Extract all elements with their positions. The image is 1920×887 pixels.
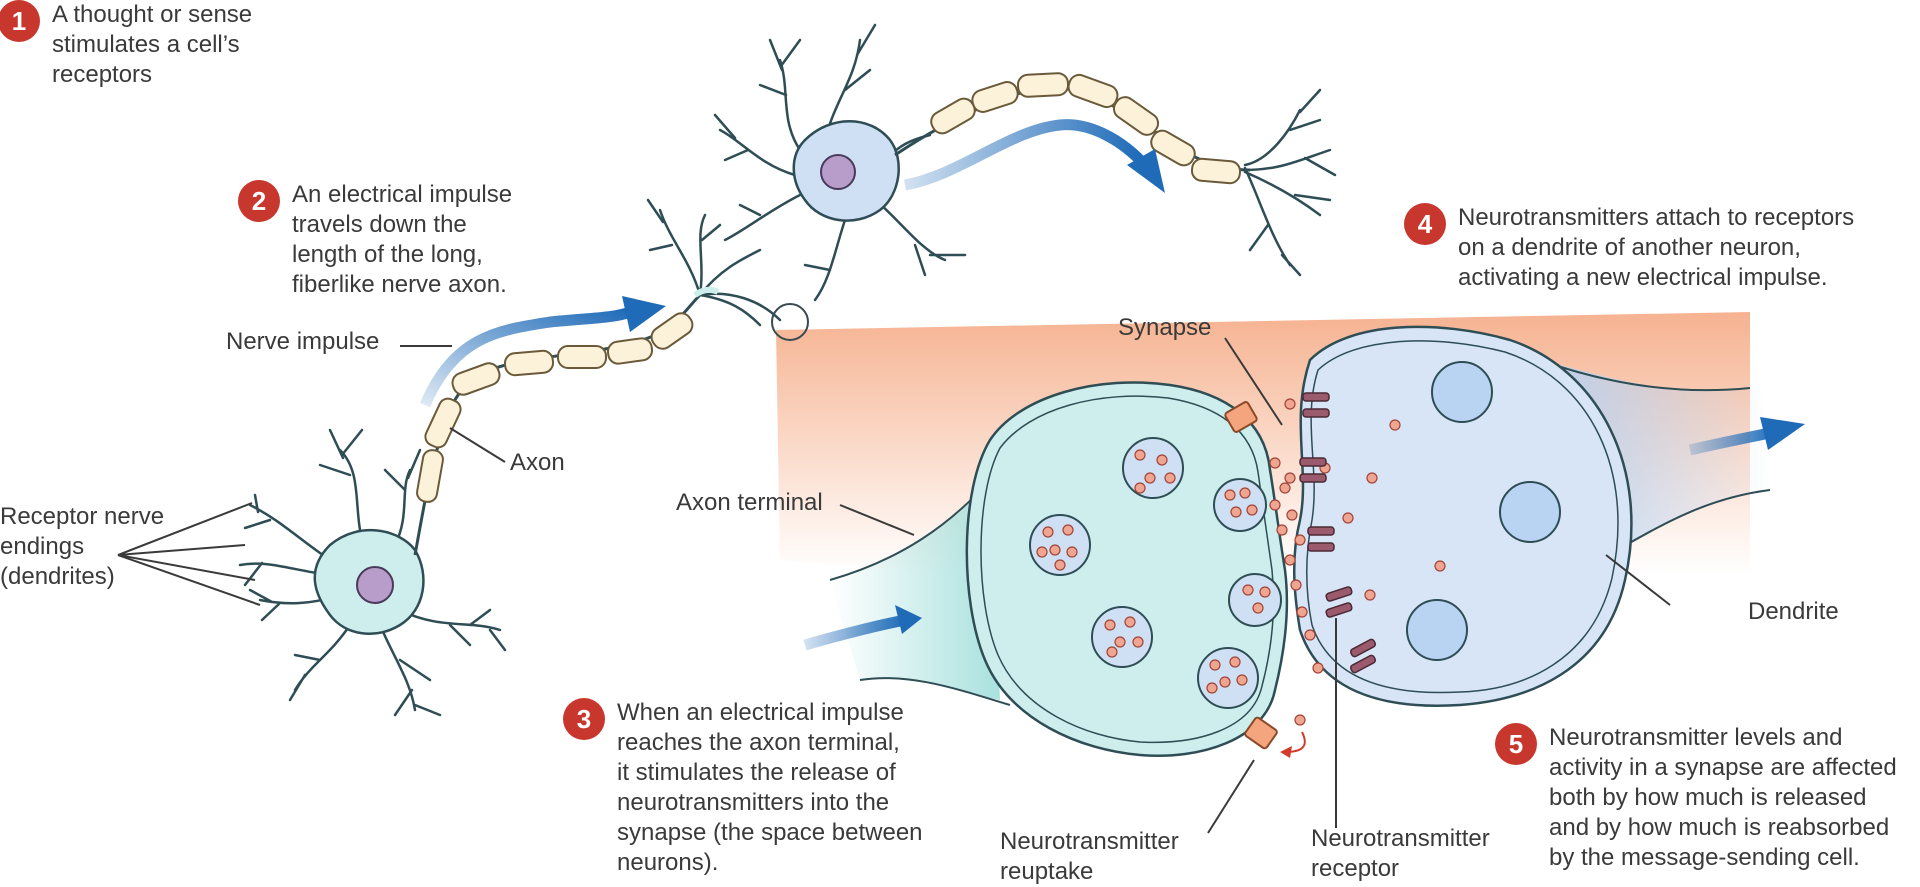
- step-5-text: Neurotransmitter levels and activity in …: [1549, 724, 1897, 871]
- neuron-two-nucleus: [820, 154, 856, 190]
- neuron-two-terminal: [1243, 88, 1337, 277]
- step-2: 2 An electrical impulse travels down the…: [238, 180, 512, 300]
- label-axon: Axon: [510, 449, 565, 476]
- terminal-input-arrowhead: [895, 605, 922, 634]
- step-2-text: An electrical impulse travels down the l…: [292, 181, 513, 298]
- label-nerve-impulse: Nerve impulse: [226, 328, 380, 355]
- nerve-impulse-arrowhead: [622, 296, 666, 332]
- label-axon-terminal: Axon terminal: [676, 489, 823, 516]
- step-4-text: Neurotransmitters attach to receptors on…: [1458, 204, 1855, 291]
- step-4: 4 Neurotransmitters attach to receptors …: [1404, 203, 1854, 293]
- zoom-circle: [771, 303, 809, 341]
- reuptake-transporters: [1224, 401, 1278, 750]
- myelin-two: [930, 72, 1242, 185]
- step-1-badge: 1: [0, 0, 40, 42]
- neuron-one-nucleus: [356, 566, 394, 604]
- terminal-input-arrow: [803, 614, 907, 651]
- step-1: 1 A thought or sense stimulates a cell’s…: [0, 0, 252, 90]
- leader-lines: [117, 337, 1671, 834]
- step-1-text: A thought or sense stimulates a cell’s r…: [52, 1, 253, 88]
- label-receptor-nerve-endings: Receptor nerve endings (dendrites): [0, 503, 165, 590]
- nerve-impulse-arrow: [419, 306, 633, 408]
- label-neurotransmitter-reuptake: Neurotransmitter reuptake: [1000, 828, 1179, 885]
- label-dendrite: Dendrite: [1748, 598, 1839, 625]
- step-4-badge: 4: [1404, 203, 1446, 245]
- step-3: 3 When an electrical impulse reaches the…: [563, 698, 923, 878]
- axon-impulse-arrow: [903, 119, 1144, 191]
- label-synapse: Synapse: [1118, 314, 1212, 341]
- step-5: 5 Neurotransmitter levels and activity i…: [1495, 723, 1897, 873]
- step-3-text: When an electrical impulse reaches the a…: [617, 699, 923, 876]
- dendrite-vesicles: [1406, 361, 1561, 661]
- label-neurotransmitter-receptor: Neurotransmitter receptor: [1311, 825, 1490, 882]
- dendrite-bulb: [1293, 325, 1633, 707]
- dendrite-output-arrowhead: [1760, 417, 1805, 450]
- step-5-badge: 5: [1495, 723, 1537, 765]
- step-2-badge: 2: [238, 180, 280, 222]
- step-3-badge: 3: [563, 698, 605, 740]
- axon-terminal-shaft: [830, 480, 1000, 700]
- vesicle-neurotransmitters: [1036, 449, 1271, 694]
- axon-impulse-arrowhead: [1127, 149, 1165, 193]
- receptor-proteins: [1299, 392, 1377, 674]
- released-neurotransmitters: [1269, 398, 1446, 726]
- myelin-one: [416, 312, 694, 503]
